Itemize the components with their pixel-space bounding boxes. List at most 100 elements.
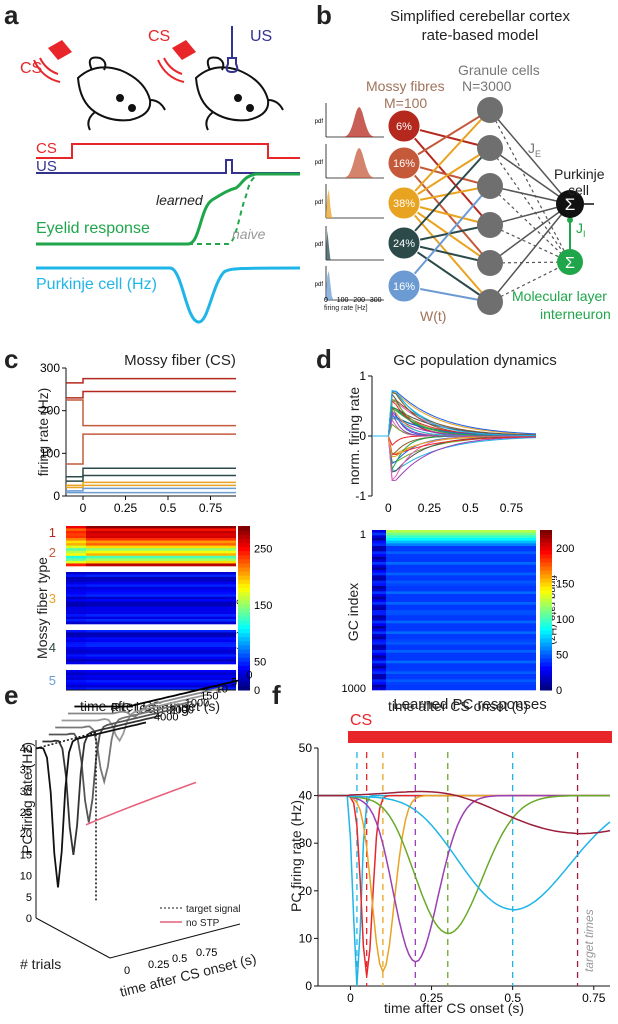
d-heat-row-after xyxy=(386,642,536,645)
d-colorbar-segment xyxy=(540,578,552,583)
c-colorbar-segment xyxy=(238,579,250,584)
c-heat-row-before xyxy=(66,606,86,610)
d-heat-row-before xyxy=(372,575,386,579)
inhibitory-synapse xyxy=(567,217,573,223)
c-ytick-label: 200 xyxy=(40,404,60,418)
c-colorbar-segment xyxy=(238,624,250,629)
d-heat-row-after xyxy=(386,559,536,563)
f-xtick-label: 0.5 xyxy=(504,991,521,1005)
e-learning-curve xyxy=(74,679,239,708)
c-heat-row-after xyxy=(86,606,236,610)
d-heat-row-after xyxy=(386,655,536,659)
d-heat-row-before xyxy=(372,591,386,595)
d-heat-row-before xyxy=(372,559,386,563)
d-colorbar-tick: 150 xyxy=(556,578,574,590)
d-heat-row-after xyxy=(386,591,536,595)
d-heat-row-before xyxy=(372,668,386,672)
d-colorbar-tick: 200 xyxy=(556,543,574,555)
d-colorbar-segment xyxy=(540,542,552,547)
d-colorbar-segment xyxy=(540,586,552,591)
d-colorbar-segment xyxy=(540,686,552,691)
d-ytick-label: 0 xyxy=(359,429,366,443)
d-heat-row-before xyxy=(372,650,386,653)
c-rate-line xyxy=(66,474,236,482)
f-pc-response xyxy=(318,794,610,987)
c-heat-row-before xyxy=(66,685,86,688)
granule-interneuron-connection xyxy=(489,261,571,303)
d-heat-row-after xyxy=(386,543,536,547)
e-nostp-curve xyxy=(85,781,197,826)
c-heat-row-after xyxy=(86,604,236,607)
pdf-xtick: 100 xyxy=(337,297,349,304)
c-rate-line xyxy=(66,467,236,478)
d-heat-row-after xyxy=(386,650,536,653)
c-colorbar-segment xyxy=(238,599,250,605)
c-heat-row-before xyxy=(66,558,86,562)
c-heat-row-before xyxy=(66,687,86,691)
cs-speaker-label-1: CS xyxy=(20,60,43,77)
granule-purkinje-connection xyxy=(489,147,571,205)
c-colorbar-segment xyxy=(238,616,250,621)
d-heat-row-after xyxy=(386,660,536,664)
purkinje-cell-node xyxy=(556,190,584,218)
mossy-granule-connection xyxy=(403,147,491,244)
e-time-axis xyxy=(109,923,241,959)
mossy-fibre-node xyxy=(387,146,421,180)
d-heat-row-after xyxy=(386,530,536,533)
mossy-granule-connection xyxy=(403,185,491,287)
d-heat-ytick: 1000 xyxy=(342,683,366,695)
c-colorbar-segment xyxy=(238,644,250,650)
c-colorbar-tick: 50 xyxy=(254,657,266,669)
d-gc-trace xyxy=(372,435,537,456)
d-heat-row-after xyxy=(386,548,536,552)
e-learning-curve xyxy=(68,686,224,718)
d-heat-row-after xyxy=(386,572,536,576)
c-heat-row-before xyxy=(66,535,86,539)
interneuron-node xyxy=(557,249,583,275)
c-heat-row-before xyxy=(66,550,86,554)
c-heat-row-before xyxy=(66,599,86,603)
d-heat-row-before xyxy=(372,655,386,659)
granule-interneuron-connection xyxy=(489,261,571,264)
c-heat-row-before xyxy=(66,560,86,564)
d-xtick-label: 0.5 xyxy=(462,501,479,515)
d-heat-row-before xyxy=(372,676,386,680)
c-heat-row-before xyxy=(66,576,86,580)
c-heat-row-after xyxy=(86,589,236,593)
granule-cell-node xyxy=(477,289,503,315)
d-heat-row-after xyxy=(386,663,536,667)
mossy-fibre-node xyxy=(387,269,421,303)
f-ytick-label: 30 xyxy=(299,836,313,850)
d-heat-row-before xyxy=(372,607,386,611)
d-colorbar-segment xyxy=(540,550,552,555)
c-heat-row-after xyxy=(86,677,236,681)
e-ytick-label: 5 xyxy=(26,892,32,904)
d-heat-row-before xyxy=(372,556,386,560)
d-heat-row-before xyxy=(372,599,386,603)
c-heat-row-before xyxy=(66,644,86,648)
granule-cell-node xyxy=(477,212,503,238)
cs-trace-label: CS xyxy=(36,140,57,157)
d-heat-row-before xyxy=(372,570,386,573)
d-colorbar-segment xyxy=(540,642,552,647)
mouse-1-illustration xyxy=(76,56,166,131)
c-heat-row-after xyxy=(86,675,236,678)
d-heat-row-before xyxy=(372,642,386,645)
d-heat-row-after xyxy=(386,538,536,541)
d-heat-row-after xyxy=(386,682,536,685)
d-heat-row-before xyxy=(372,572,386,576)
granule-cell-node xyxy=(477,250,503,276)
mossy-fibre-percent: 38% xyxy=(393,198,415,210)
d-heat-ytick: 1 xyxy=(360,529,366,541)
d-heat-row-after xyxy=(386,644,536,648)
c-heat-row-after xyxy=(86,560,236,564)
d-heat-row-before xyxy=(372,554,386,557)
e-xtick-label: 0.25 xyxy=(148,959,169,971)
d-heat-row-after xyxy=(386,612,536,616)
c-heat-row-before xyxy=(66,563,86,567)
d-heat-row-after xyxy=(386,684,536,688)
mouse-2-illustration xyxy=(194,56,284,131)
d-colorbar-segment xyxy=(540,638,552,643)
e-trial-label: 2000 xyxy=(169,704,193,716)
c-heat-row-before xyxy=(66,675,86,678)
